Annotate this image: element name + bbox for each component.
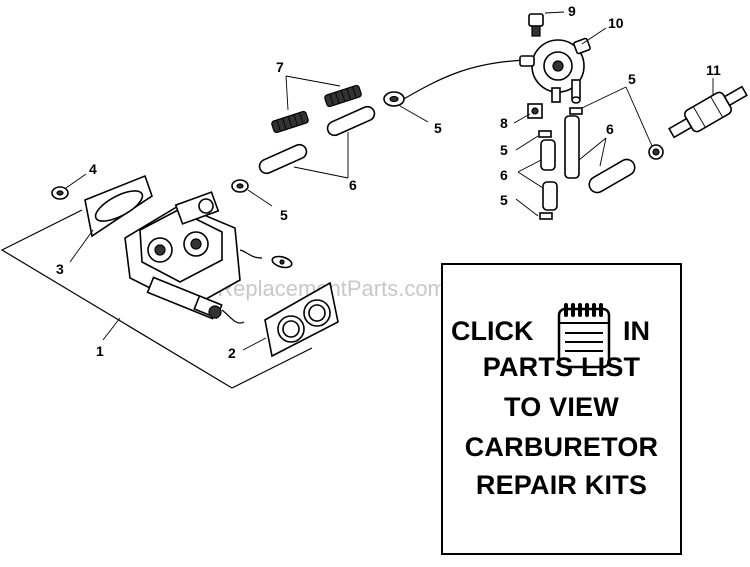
click-text: CLICK [451,316,534,346]
callout-5a: 5 [280,207,288,223]
part-6-hoses-left[interactable] [257,104,376,179]
part-1-carburetor[interactable] [102,191,293,341]
in-text: IN [623,316,650,346]
parts-list-notice[interactable]: CLICK IN PARTS LIST TO VIEW CARBURETOR R… [441,263,682,555]
callout-5c: 5 [500,142,508,158]
part-7-springs[interactable] [271,75,362,134]
callout-2: 2 [228,345,236,361]
part-6-hoses-right[interactable] [517,115,638,211]
callout-1: 1 [96,343,104,359]
callout-5b: 5 [434,120,442,136]
part-10-fuel-pump[interactable] [519,27,607,104]
callout-5e: 5 [628,71,636,87]
part-9-fitting[interactable] [528,11,565,37]
callout-numbers: 1 2 3 4 5 5 5 5 5 6 6 6 7 8 9 10 11 [56,3,721,361]
part-3-gasket[interactable] [69,174,153,263]
part-2-gasket[interactable] [242,281,339,358]
notice-line-repair-kits: REPAIR KITS [475,470,648,500]
notice-line-carburetor: CARBURETOR [464,432,659,462]
callout-8: 8 [500,115,508,131]
assembly-bracket [0,209,313,389]
callout-4: 4 [89,161,97,177]
part-8-nut[interactable] [513,103,543,124]
callout-6c: 6 [606,121,614,137]
callout-10: 10 [608,15,624,31]
notice-line-parts-list: PARTS LIST [482,352,641,382]
callout-3: 3 [56,261,64,277]
click-row: CLICK IN [443,303,680,369]
callout-5d: 5 [500,192,508,208]
callout-11: 11 [706,62,721,78]
notice-line-to-view: TO VIEW [504,392,619,422]
callout-6b: 6 [500,167,508,183]
part-11-fuel-filter[interactable] [666,78,750,143]
fuel-line [383,59,529,123]
part-5-clamp-lower[interactable] [231,179,273,207]
callout-7: 7 [276,59,284,75]
part-4-nut[interactable] [51,173,87,200]
callout-6a: 6 [349,177,357,193]
callout-9: 9 [568,3,576,19]
part-5-clamps-right[interactable] [515,86,664,220]
notepad-icon[interactable] [555,301,613,369]
